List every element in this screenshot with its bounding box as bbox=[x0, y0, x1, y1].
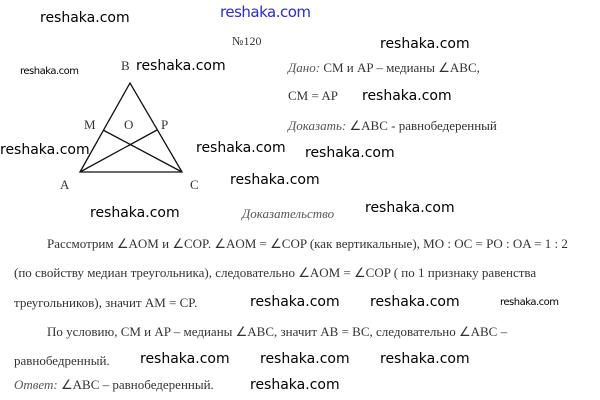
proof-line: Рассмотрим ∠AOM и ∠COP. ∠AOM = ∠COP (как… bbox=[47, 236, 568, 251]
watermark: reshaka.com bbox=[230, 172, 320, 188]
watermark: reshaka.com bbox=[250, 377, 340, 393]
watermark: reshaka.com bbox=[136, 58, 226, 74]
watermark: reshaka.com bbox=[140, 351, 230, 367]
prove-line: Доказать: ∠ABC - равнобедеренный bbox=[288, 118, 497, 133]
given-line-2: CM = AP bbox=[288, 88, 338, 103]
proof-line: равнобедренный. bbox=[14, 353, 110, 368]
answer-label: Ответ: bbox=[14, 377, 58, 392]
label-o: O bbox=[124, 117, 134, 132]
watermark: reshaka.com bbox=[380, 36, 470, 52]
watermark: reshaka.com bbox=[370, 294, 460, 310]
given-line: Дано: CM и AP – медианы ∠ABC, bbox=[288, 60, 480, 75]
watermark: reshaka.com bbox=[196, 140, 286, 156]
label-a: A bbox=[60, 177, 70, 192]
answer-line: Ответ: ∠ABC – равнобедеренный. bbox=[14, 377, 214, 392]
proof-line: треугольников), значит AM = CP. bbox=[14, 295, 198, 310]
proof-line: По условию, CM и AP – медианы ∠ABC, знач… bbox=[47, 324, 508, 339]
watermark: reshaka.com bbox=[365, 200, 455, 216]
watermark: reshaka.com bbox=[260, 351, 350, 367]
watermark: reshaka.com bbox=[380, 351, 470, 367]
proof-line: (по свойству медиан треугольника), следо… bbox=[14, 265, 537, 280]
prove-text: ∠ABC - равнобедеренный bbox=[349, 118, 497, 133]
watermark: reshaka.com bbox=[20, 66, 79, 77]
median-cm bbox=[102, 129, 183, 173]
label-m: M bbox=[84, 117, 96, 132]
given-text: CM и AP – медианы ∠ABC, bbox=[323, 60, 480, 75]
proof-heading: Доказательство bbox=[242, 206, 335, 221]
triangle-abc bbox=[78, 81, 184, 173]
watermark: reshaka.com bbox=[250, 294, 340, 310]
watermark: reshaka.com bbox=[500, 297, 559, 308]
given-label: Дано: bbox=[288, 60, 321, 75]
label-p: P bbox=[161, 117, 169, 132]
prove-label: Доказать: bbox=[288, 118, 347, 133]
watermark: reshaka.com bbox=[362, 88, 452, 104]
watermark: reshaka.com bbox=[90, 205, 180, 221]
label-b: B bbox=[121, 58, 130, 73]
watermark: reshaka.com bbox=[305, 145, 395, 161]
watermark: reshaka.com bbox=[220, 3, 311, 21]
watermark: reshaka.com bbox=[0, 142, 90, 158]
watermark: reshaka.com bbox=[40, 10, 130, 26]
label-c: C bbox=[190, 177, 199, 192]
answer-text: ∠ABC – равнобедеренный. bbox=[61, 377, 214, 392]
median-ap bbox=[79, 129, 158, 173]
problem-number: №120 bbox=[232, 34, 262, 48]
